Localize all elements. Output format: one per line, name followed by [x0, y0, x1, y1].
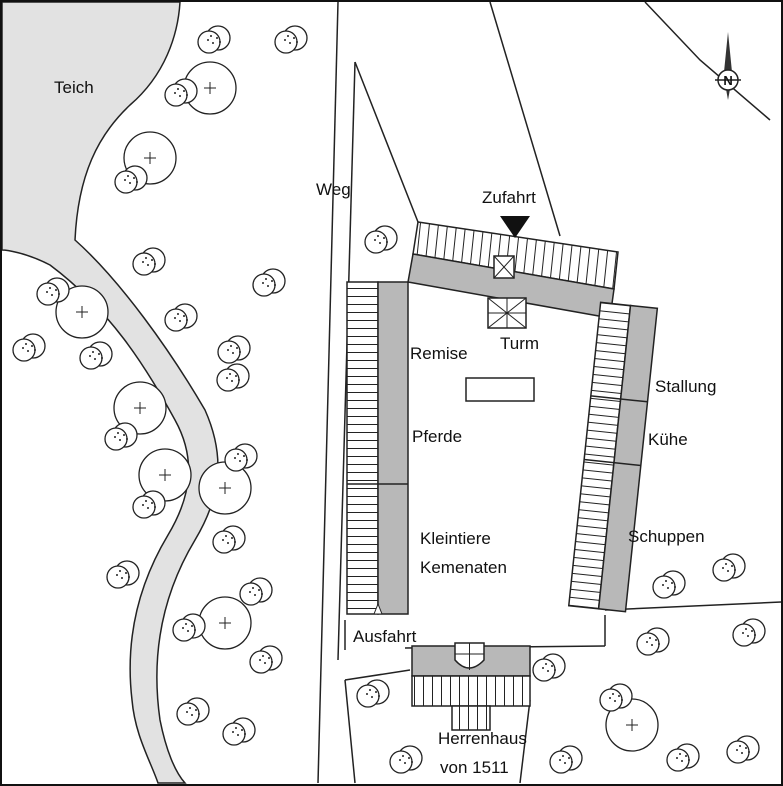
tree-small [176, 697, 210, 726]
tree-small [132, 247, 166, 276]
east-wing-roof [597, 304, 659, 613]
compass-north-letter: N [723, 73, 732, 88]
tree-small [114, 165, 148, 194]
tree-large [113, 381, 167, 435]
tree-small [197, 25, 231, 54]
tree-small [222, 717, 256, 746]
label-remise: Remise [410, 344, 468, 363]
tree-small [164, 303, 198, 332]
trees [12, 25, 766, 774]
tree-small [666, 743, 700, 772]
tree-small [132, 490, 166, 519]
pond-water [1, 1, 219, 784]
tree-large [198, 461, 252, 515]
label-zufahrt: Zufahrt [482, 188, 536, 207]
tree-small [732, 618, 766, 647]
label-schuppen: Schuppen [628, 527, 705, 546]
herrenhaus-hatch [411, 675, 531, 707]
label-teich: Teich [54, 78, 94, 97]
weg-line-1 [317, 1, 339, 784]
courtyard-feature [465, 377, 535, 402]
tree-small [726, 735, 760, 764]
road-south-w [344, 669, 411, 681]
label-stallung: Stallung [655, 377, 716, 396]
compass: N [715, 32, 741, 100]
west-wing-hatch [346, 281, 379, 615]
tree-small [212, 525, 246, 554]
tree-small [224, 443, 258, 472]
label-herrenhaus: Herrenhaus [438, 729, 527, 748]
tree-small [36, 277, 70, 306]
tree-small [364, 225, 398, 254]
tree-small [599, 683, 633, 712]
tree-small [532, 653, 566, 682]
tree-large [198, 596, 252, 650]
tree-small [172, 613, 206, 642]
tree-large [183, 61, 237, 115]
ausfahrt-marker [373, 602, 383, 615]
tree-small [12, 333, 46, 362]
road-south-w2 [344, 679, 356, 784]
west-wing-roof [377, 281, 409, 615]
tree-small [217, 335, 251, 364]
tree-small [239, 577, 273, 606]
tree-small [274, 25, 308, 54]
tree-small [636, 627, 670, 656]
tree-small [216, 363, 250, 392]
tree-small [549, 745, 583, 774]
tree-small [252, 268, 286, 297]
buildings [346, 221, 659, 731]
tree-small [249, 645, 283, 674]
tree-small [712, 553, 746, 582]
tree-small [79, 341, 113, 370]
tree-large [55, 285, 109, 339]
tree-small [104, 422, 138, 451]
tree-large [605, 698, 659, 752]
road-south-e [519, 699, 531, 784]
tree-small [389, 745, 423, 774]
label-herrenhaus-year: von 1511 [440, 758, 509, 777]
label-kemenaten: Kemenaten [420, 558, 507, 577]
weg-line-2 [354, 61, 419, 223]
road-east [489, 1, 561, 237]
herrenhaus-annex [451, 705, 491, 731]
label-kleintiere: Kleintiere [420, 529, 491, 548]
label-weg: Weg [316, 180, 351, 199]
label-turm: Turm [500, 334, 539, 353]
tree-small [652, 570, 686, 599]
tree-small [164, 78, 198, 107]
road-ne [644, 1, 771, 121]
label-ausfahrt: Ausfahrt [353, 627, 417, 646]
paths [317, 1, 782, 784]
field-line-e [604, 601, 782, 611]
label-pferde: Pferde [412, 427, 462, 446]
tree-small [356, 679, 390, 708]
zufahrt-arrow [500, 216, 530, 238]
tree-small [106, 560, 140, 589]
labels: Teich Weg Zufahrt Turm Remise Pferde Kle… [54, 78, 716, 777]
label-kuehe: Kühe [648, 430, 688, 449]
